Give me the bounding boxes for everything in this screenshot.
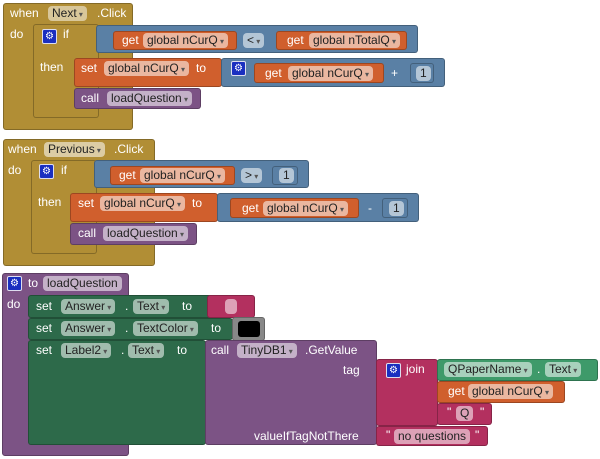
gear-icon[interactable]: ⚙ bbox=[231, 61, 246, 76]
dot-label: . bbox=[125, 321, 129, 335]
get-label: get bbox=[287, 33, 304, 47]
gear-icon[interactable]: ⚙ bbox=[7, 276, 22, 291]
component-dropdown[interactable]: Label2 bbox=[61, 343, 112, 358]
then-label: then bbox=[38, 195, 62, 209]
variable-dropdown[interactable]: global nCurQ bbox=[468, 384, 553, 399]
then-label: then bbox=[40, 60, 64, 74]
call-label: call bbox=[211, 343, 230, 357]
component-dropdown[interactable]: Next bbox=[48, 6, 87, 21]
gear-icon[interactable]: ⚙ bbox=[39, 164, 54, 179]
to-label: to bbox=[177, 343, 188, 357]
property-dropdown[interactable]: TextColor bbox=[133, 321, 198, 336]
component-dropdown[interactable]: QPaperName bbox=[444, 362, 532, 377]
plus-label: + bbox=[391, 66, 399, 80]
do-label: do bbox=[7, 297, 21, 311]
join-label: join bbox=[406, 362, 425, 376]
set-label2-text-block[interactable] bbox=[28, 340, 206, 445]
string-field[interactable]: no questions bbox=[394, 429, 471, 444]
get-label: get bbox=[122, 33, 139, 47]
component-dropdown[interactable]: Previous bbox=[44, 142, 105, 157]
when-label: when bbox=[8, 142, 37, 156]
call-label: call bbox=[78, 226, 97, 240]
property-dropdown[interactable]: Text bbox=[128, 343, 165, 358]
get-label: get bbox=[265, 66, 282, 80]
to-label: to bbox=[182, 299, 193, 313]
set-label: set bbox=[81, 61, 98, 75]
number-field[interactable]: 1 bbox=[389, 201, 404, 216]
component-dropdown[interactable]: Answer bbox=[61, 299, 116, 314]
variable-dropdown[interactable]: global nCurQ bbox=[263, 201, 348, 216]
variable-dropdown[interactable]: global nCurQ bbox=[288, 66, 373, 81]
minus-label: - bbox=[368, 201, 372, 215]
variable-dropdown[interactable]: global nCurQ bbox=[104, 61, 189, 76]
event-label: .Click bbox=[97, 6, 127, 20]
to-label: to bbox=[192, 196, 203, 210]
gear-icon[interactable]: ⚙ bbox=[42, 29, 57, 44]
operator-dropdown[interactable]: < bbox=[243, 33, 265, 48]
if-label: if bbox=[61, 163, 67, 177]
get-label: get bbox=[119, 168, 136, 182]
do-label: do bbox=[10, 27, 24, 41]
to-label: to bbox=[28, 276, 39, 290]
property-dropdown[interactable]: Text bbox=[545, 362, 582, 377]
procedure-dropdown[interactable]: loadQuestion bbox=[107, 91, 192, 106]
variable-dropdown[interactable]: global nCurQ bbox=[100, 196, 185, 211]
if-label: if bbox=[63, 27, 69, 41]
event-label: .Click bbox=[114, 142, 144, 156]
do-label: do bbox=[8, 163, 22, 177]
quote-open: " bbox=[386, 428, 391, 442]
procedure-name-field[interactable]: loadQuestion bbox=[43, 276, 122, 291]
variable-dropdown[interactable]: global nCurQ bbox=[140, 168, 225, 183]
valueiftagnotthere-label: valueIfTagNotThere bbox=[254, 429, 359, 443]
dot-label: . bbox=[125, 299, 129, 313]
to-label: to bbox=[211, 321, 222, 335]
dot-label: . bbox=[537, 362, 541, 376]
number-field[interactable]: 1 bbox=[416, 66, 431, 81]
component-dropdown[interactable]: TinyDB1 bbox=[237, 343, 297, 358]
quote-open: " bbox=[447, 405, 452, 419]
string-field[interactable] bbox=[225, 299, 237, 314]
property-dropdown[interactable]: Text bbox=[133, 299, 170, 314]
method-label: .GetValue bbox=[305, 343, 358, 357]
when-label: when bbox=[10, 6, 39, 20]
set-label: set bbox=[36, 343, 53, 357]
variable-dropdown[interactable]: global nCurQ bbox=[143, 33, 228, 48]
set-answer-textcolor-block[interactable] bbox=[28, 318, 233, 340]
get-label: get bbox=[448, 384, 465, 398]
component-dropdown[interactable]: Answer bbox=[61, 321, 116, 336]
quote-close: " bbox=[475, 428, 480, 442]
operator-dropdown[interactable]: > bbox=[241, 168, 263, 183]
call-label: call bbox=[81, 91, 100, 105]
procedure-dropdown[interactable]: loadQuestion bbox=[103, 226, 188, 241]
dot-label: . bbox=[121, 343, 125, 357]
set-label: set bbox=[36, 299, 53, 313]
get-label: get bbox=[242, 201, 259, 215]
gear-icon[interactable]: ⚙ bbox=[386, 363, 401, 378]
to-label: to bbox=[196, 61, 207, 75]
quote-close: " bbox=[480, 405, 485, 419]
number-field[interactable]: 1 bbox=[279, 168, 294, 183]
variable-dropdown[interactable]: global nTotalQ bbox=[309, 33, 400, 48]
set-label: set bbox=[36, 321, 53, 335]
tag-label: tag bbox=[343, 363, 360, 377]
color-swatch[interactable] bbox=[238, 321, 260, 337]
set-label: set bbox=[78, 196, 95, 210]
string-field[interactable]: Q bbox=[456, 406, 474, 421]
